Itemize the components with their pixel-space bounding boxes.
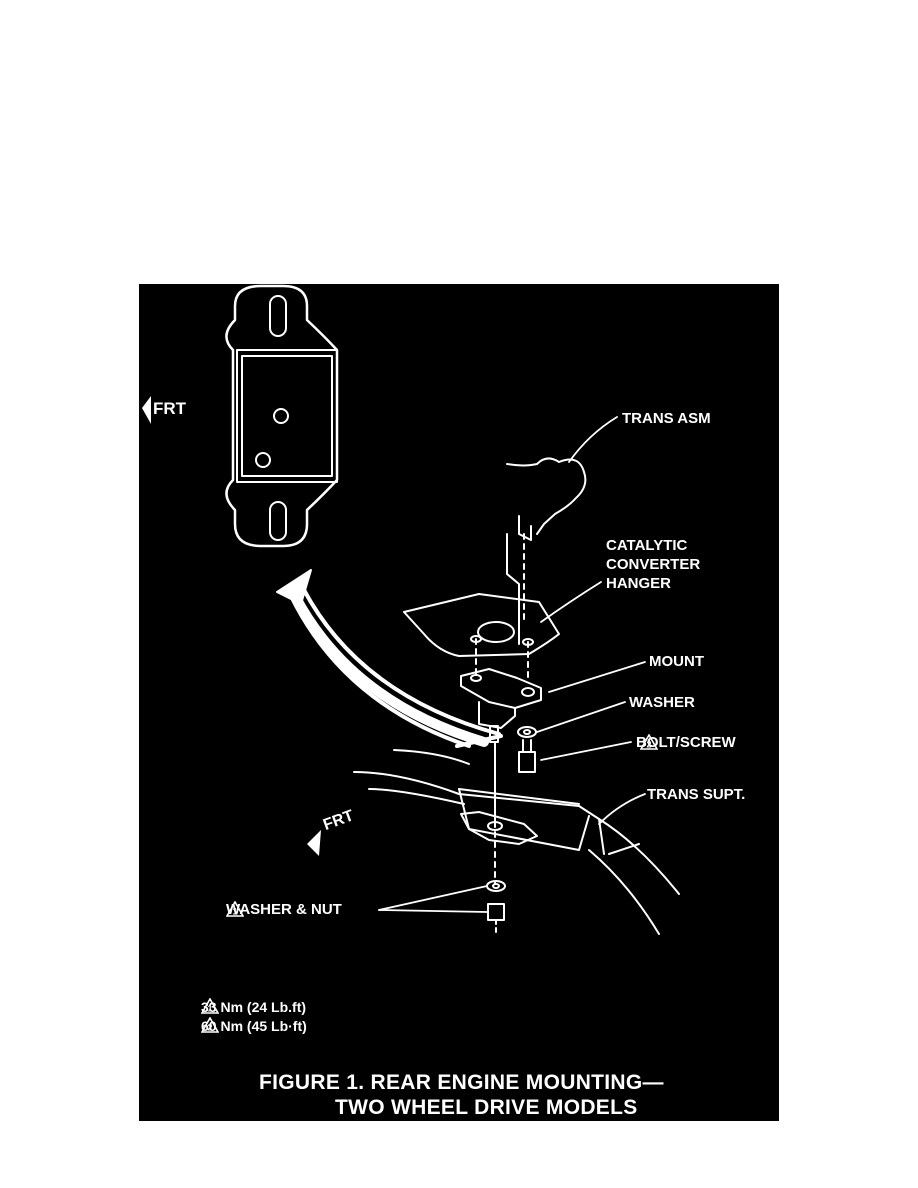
washer-label: WASHER — [629, 694, 695, 711]
svg-text:2: 2 — [207, 1023, 212, 1033]
figure-caption-line-1: FIGURE 1. REAR ENGINE MOUNTING— — [259, 1071, 664, 1094]
catalytic-label-2: CONVERTER — [606, 556, 701, 573]
torque-note-1-text: 33 Nm (24 Lb.ft) — [201, 999, 307, 1015]
torque-note-2-icon: 2 — [201, 1017, 219, 1033]
torque-note-1-icon: 1 — [201, 998, 219, 1014]
catalytic-label-1: CATALYTIC — [606, 537, 688, 554]
direction-arrows — [142, 396, 321, 856]
catalytic-hanger-drawing — [403, 533, 560, 680]
mount-top-view-detail — [225, 284, 339, 548]
mount-label: MOUNT — [649, 653, 704, 670]
trans-asm-label: TRANS ASM — [622, 410, 711, 427]
washer-nut-drawing — [486, 880, 506, 937]
torque-note-2-text: 60 Nm (45 Lb·ft) — [201, 1018, 307, 1034]
diagram-panel: FRT FRT TRANS ASM CATALYTIC CONVERTER HA… — [139, 284, 779, 1121]
mount-drawing — [460, 668, 542, 743]
figure-caption-line-2: TWO WHEEL DRIVE MODELS — [335, 1096, 638, 1119]
svg-text:1: 1 — [232, 907, 237, 917]
torque-note-1: 1 33 Nm (24 Lb.ft) — [201, 998, 306, 1016]
leader-lines — [378, 416, 646, 913]
exploded-view-drawing — [142, 284, 680, 937]
front-arrow-lower-icon — [307, 830, 321, 856]
torque-marker-2-icon: 2 — [640, 734, 658, 750]
catalytic-label-3: HANGER — [606, 575, 672, 592]
svg-text:2: 2 — [646, 740, 651, 750]
torque-marker-1-icon: 1 — [226, 901, 244, 917]
bolt-screw-text: BOLT/SCREW — [636, 734, 736, 751]
torque-note-2: 2 60 Nm (45 Lb·ft) — [201, 1017, 307, 1035]
washer-nut-text: WASHER & NUT — [226, 901, 342, 918]
washer-nut-label: 1 WASHER & NUT — [226, 901, 342, 919]
front-arrow-icon — [142, 396, 151, 424]
trans-support-drawing — [353, 741, 680, 935]
trans-supt-label: TRANS SUPT. — [647, 786, 746, 803]
trans-asm-drawing — [506, 457, 587, 625]
washer-bolt-drawing — [517, 726, 537, 773]
big-curved-arrow — [276, 569, 503, 748]
svg-text:1: 1 — [207, 1004, 212, 1014]
bolt-screw-label: BOLT/SCREW 2 — [636, 734, 736, 752]
front-label-top: FRT — [153, 399, 187, 418]
